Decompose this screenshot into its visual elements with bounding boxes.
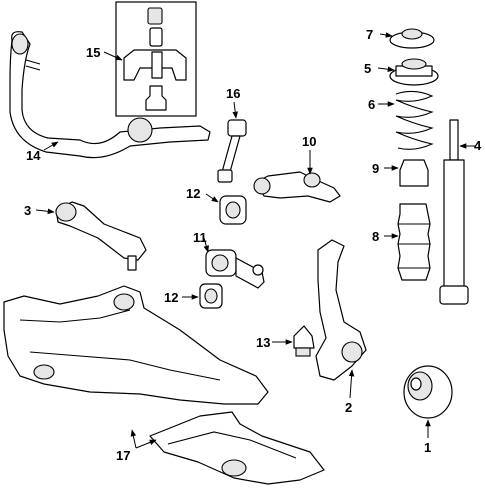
callout-7: 7 xyxy=(366,27,373,42)
callout-2: 2 xyxy=(345,400,352,415)
lower-control-arm xyxy=(55,201,147,271)
callout-12-upper: 12 xyxy=(186,186,200,201)
callout-14: 14 xyxy=(26,148,41,163)
tension-strut xyxy=(205,249,265,289)
front-subframe xyxy=(3,285,269,405)
callout-3: 3 xyxy=(24,203,31,218)
callout-8: 8 xyxy=(372,229,379,244)
callout-4: 4 xyxy=(474,138,482,153)
stabilizer-link xyxy=(217,119,247,183)
callout-11: 11 xyxy=(193,230,207,245)
crossmember xyxy=(149,411,325,485)
leader-lines xyxy=(35,32,476,449)
wheel-hub xyxy=(403,365,453,419)
bushing-kit xyxy=(115,1,197,117)
ball-joint xyxy=(293,325,315,357)
steering-knuckle xyxy=(315,239,367,381)
callout-13: 13 xyxy=(256,335,270,350)
callout-12-lower: 12 xyxy=(164,290,178,305)
callout-10: 10 xyxy=(302,134,316,149)
callout-6: 6 xyxy=(368,97,375,112)
callout-16: 16 xyxy=(226,86,240,101)
callout-5: 5 xyxy=(364,61,371,76)
upper-control-arm xyxy=(253,171,341,203)
callout-15: 15 xyxy=(86,45,100,60)
callout-9: 9 xyxy=(372,161,379,176)
strut-assembly xyxy=(389,28,469,305)
callout-17: 17 xyxy=(116,448,130,463)
stabilizer-bar xyxy=(9,31,211,159)
bushing-upper xyxy=(219,195,247,225)
callout-labels: 1 2 3 4 5 6 7 8 9 10 11 12 12 13 14 15 1… xyxy=(24,27,482,463)
callout-1: 1 xyxy=(424,440,431,455)
bushing-lower xyxy=(199,283,223,309)
